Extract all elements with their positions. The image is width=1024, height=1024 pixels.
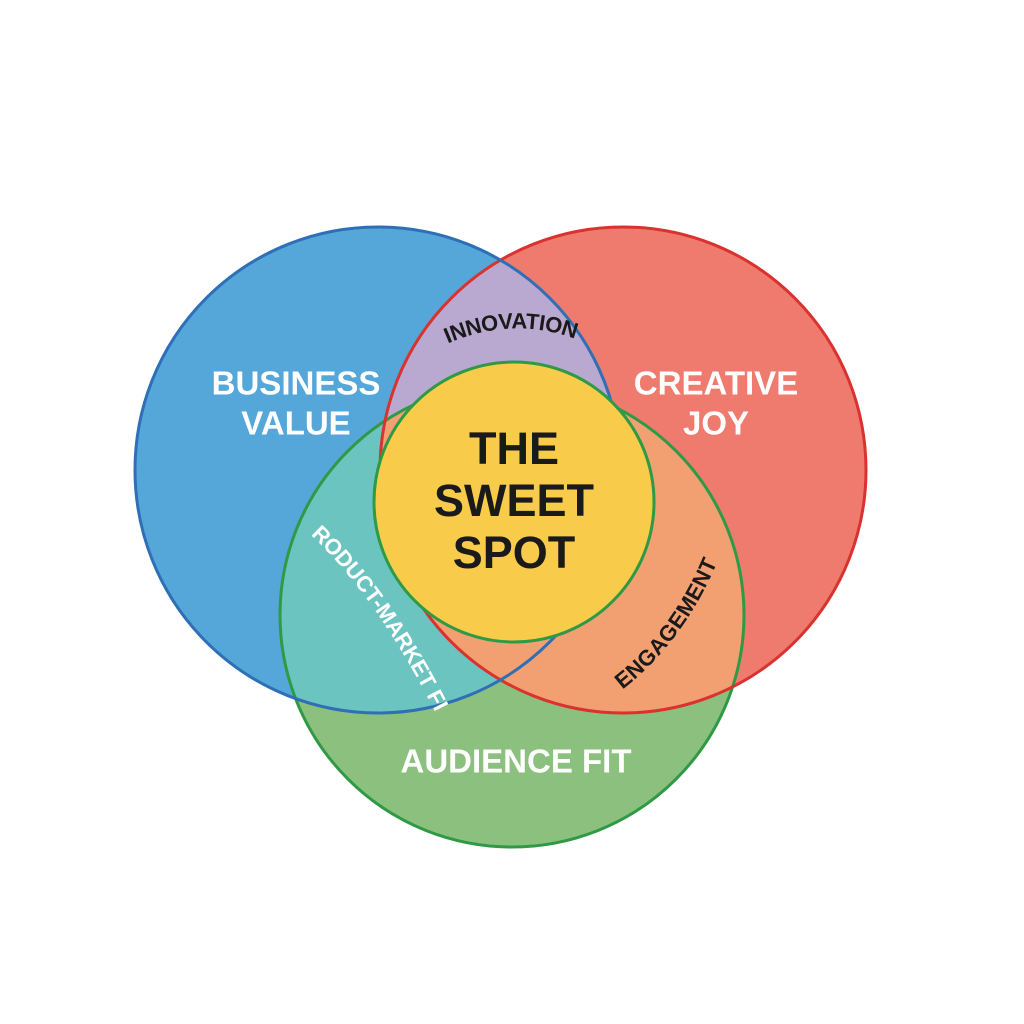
sweet-spot-circle [372,360,656,644]
audience-fit-label: AUDIENCE FIT [401,743,632,780]
sweet-spot-label-line2: SWEET [434,475,594,526]
creative-joy-label-line1: CREATIVE [634,365,798,402]
business-value-label-line2: VALUE [241,405,350,442]
sweet-spot-label-line3: SPOT [453,527,576,578]
sweet-spot-label-line1: THE [469,423,559,474]
business-value-label-line1: BUSINESS [212,365,381,402]
creative-joy-label-line2: JOY [683,405,749,442]
